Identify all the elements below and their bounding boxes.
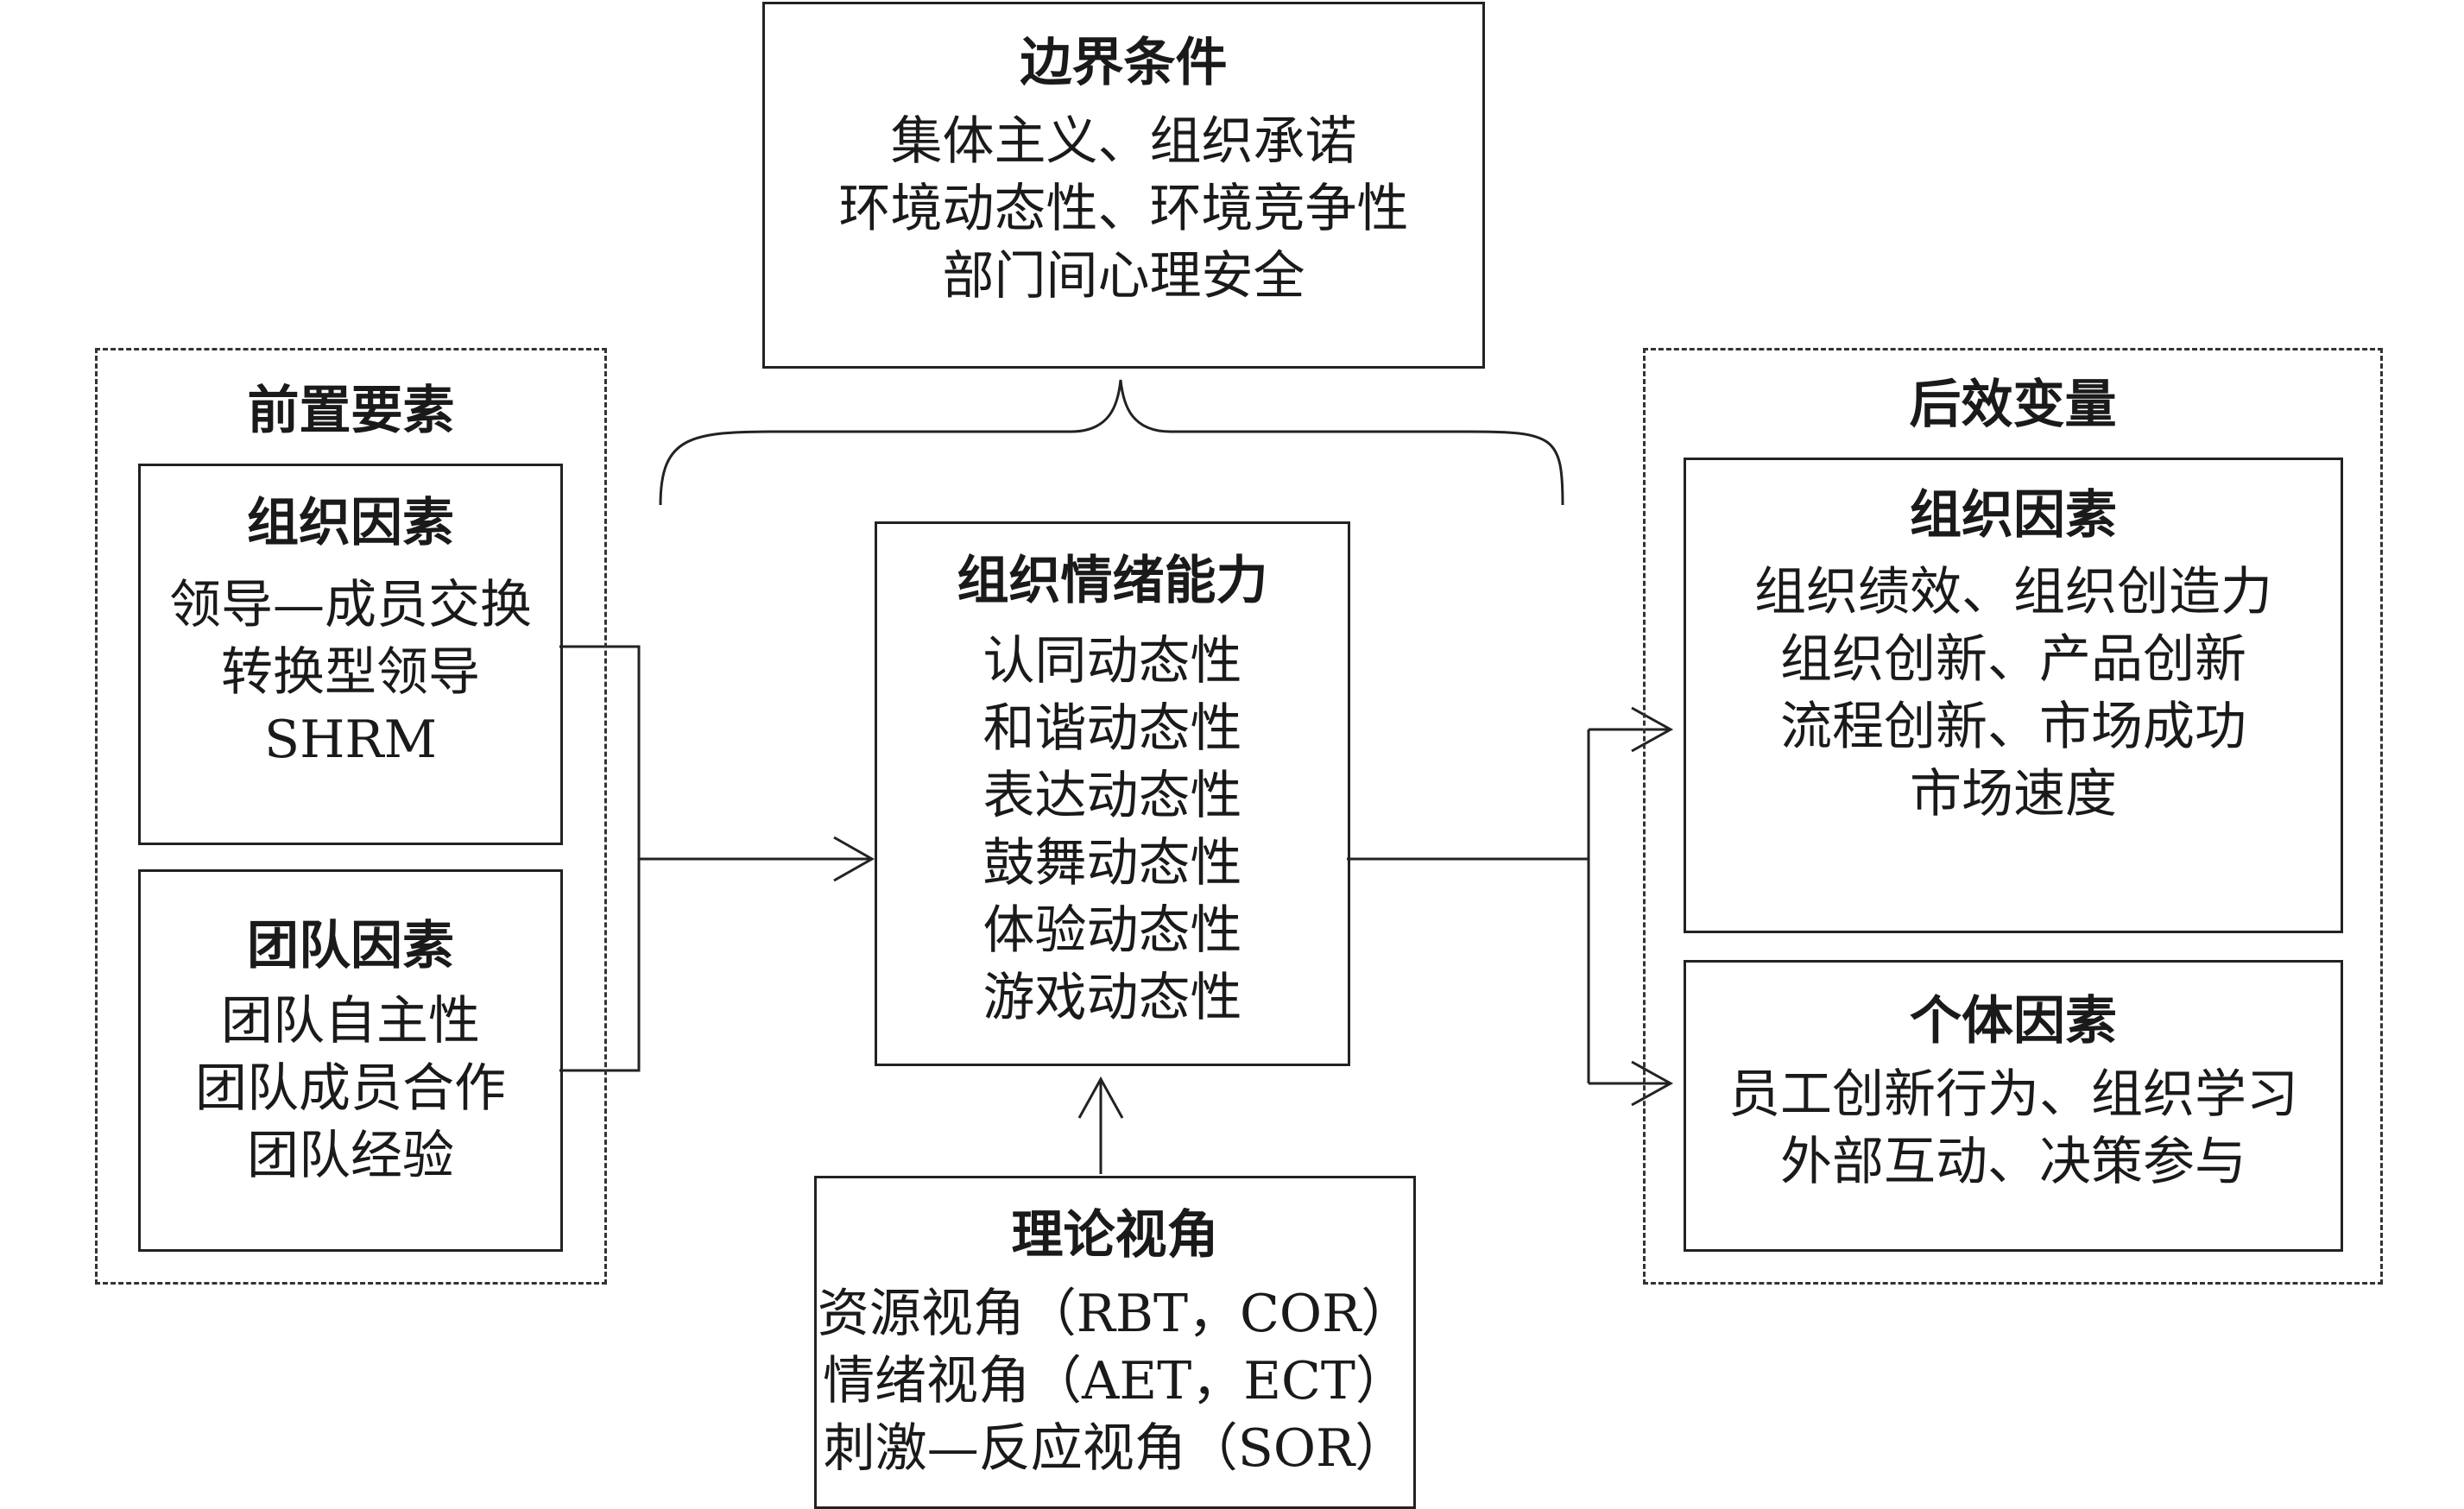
outcome-individual-line-2: 外部互动、决策参与 [1780,1132,2246,1192]
outcome-org-box: 组织因素 组织绩效、组织创造力 组织创新、产品创新 流程创新、市场成功 市场速度 [1684,458,2343,933]
antecedents-group [95,348,607,1285]
core-line-1: 认同动态性 [982,631,1242,691]
antecedent-team-line-3: 团队经验 [247,1126,454,1186]
arrow-theory-to-core-head [1077,1076,1124,1119]
outcome-org-line-1: 组织绩效、组织创造力 [1754,562,2272,622]
theory-line-2: 情绪视角（AET，ECT） [823,1351,1407,1411]
core-capability-box: 组织情绪能力 认同动态性 和谐动态性 表达动态性 鼓舞动态性 体验动态性 游戏动… [875,521,1350,1066]
antecedent-org-box: 组织因素 领导—成员交换 转换型领导 SHRM [138,464,563,845]
outcome-org-title: 组织因素 [1910,485,2117,546]
core-line-5: 体验动态性 [982,900,1242,961]
arrow-to-core-head [833,836,875,882]
core-line-3: 表达动态性 [982,766,1242,826]
antecedent-team-box: 团队因素 团队自主性 团队成员合作 团队经验 [138,869,563,1252]
core-line-4: 鼓舞动态性 [982,833,1242,893]
antecedent-team-line-2: 团队成员合作 [195,1058,506,1119]
antecedent-org-title: 组织因素 [247,493,454,553]
antecedent-team-line-1: 团队自主性 [221,991,480,1051]
outcomes-group [1643,348,2383,1285]
outcome-org-line-2: 组织创新、产品创新 [1780,629,2246,690]
outcome-individual-line-1: 员工创新行为、组织学习 [1728,1064,2298,1125]
theory-perspectives-box: 理论视角 资源视角（RBT，COR） 情绪视角（AET，ECT） 刺激—反应视角… [814,1176,1416,1509]
theory-perspectives-title: 理论视角 [1011,1205,1219,1266]
boundary-brace [659,379,1564,506]
antecedent-org-line-2: 转换型领导 [221,642,480,703]
theory-line-3: 刺激—反应视角（SOR） [823,1418,1407,1479]
boundary-line-1: 集体主义、组织承诺 [890,111,1357,172]
boundary-line-3: 部门间心理安全 [942,246,1305,306]
outcomes-title: 后效变量 [1909,375,2117,435]
theory-line-1: 资源视角（RBT，COR） [817,1284,1413,1344]
core-line-2: 和谐动态性 [982,698,1242,759]
antecedents-title: 前置要素 [247,381,455,441]
core-line-6: 游戏动态性 [982,968,1242,1028]
boundary-line-2: 环境动态性、环境竞争性 [838,179,1409,239]
outcome-individual-title: 个体因素 [1910,991,2117,1051]
outcome-org-line-3: 流程创新、市场成功 [1780,697,2246,757]
antecedent-org-line-1: 领导—成员交换 [169,575,532,635]
boundary-conditions-title: 边界条件 [1020,33,1228,93]
antecedent-org-line-3: SHRM [263,710,438,770]
antecedent-team-title: 团队因素 [247,916,454,976]
outcome-org-line-4: 市场速度 [1910,764,2117,824]
core-capability-title: 组织情绪能力 [957,551,1268,611]
boundary-conditions-box: 边界条件 集体主义、组织承诺 环境动态性、环境竞争性 部门间心理安全 [762,2,1485,369]
outcome-individual-box: 个体因素 员工创新行为、组织学习 外部互动、决策参与 [1684,960,2343,1252]
